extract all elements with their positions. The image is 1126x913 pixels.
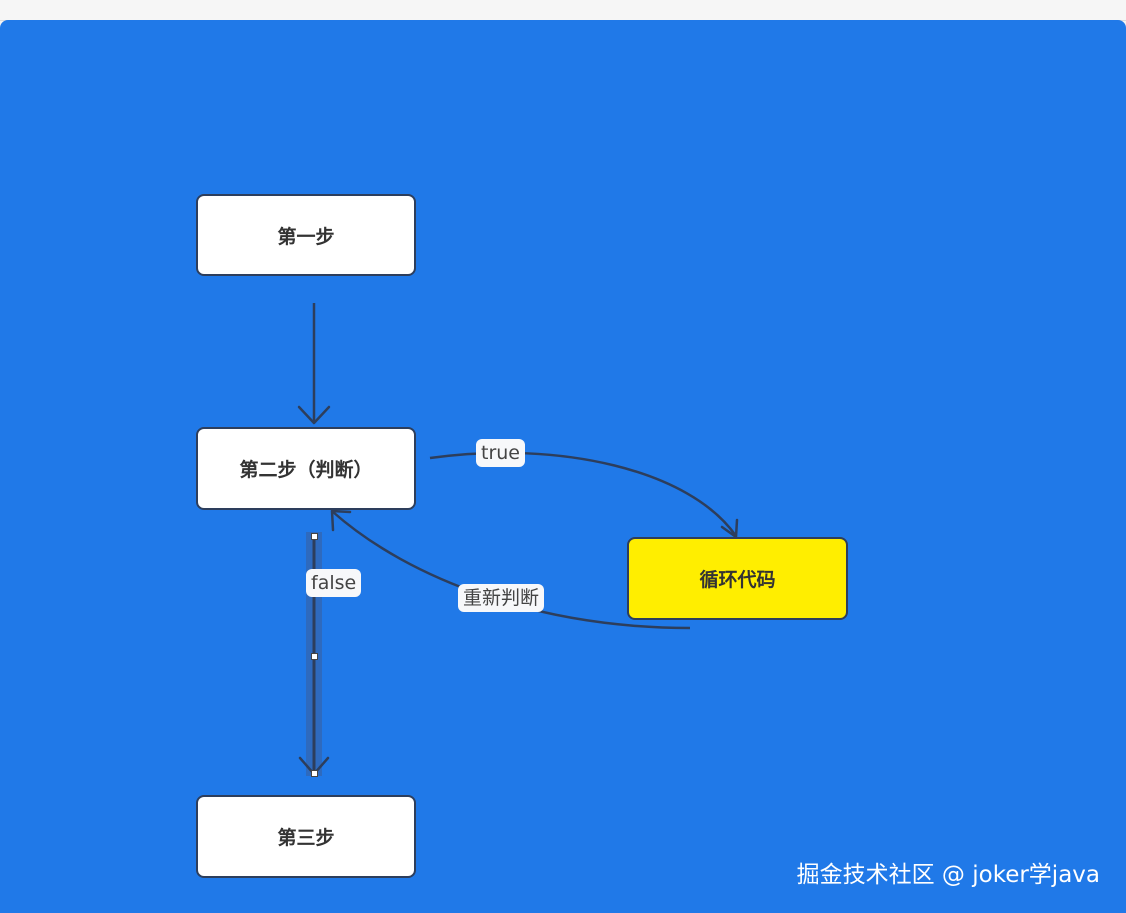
edge-handle-middle[interactable] <box>311 653 318 660</box>
edge-step2-to-loop-true[interactable] <box>429 451 739 539</box>
node-step1[interactable]: 第一步 <box>196 194 416 276</box>
arrowhead-icon <box>297 405 331 425</box>
watermark: 掘金技术社区 @ joker学java <box>796 862 1100 888</box>
node-step1-label: 第一步 <box>277 225 335 248</box>
node-step3-label: 第三步 <box>277 827 335 849</box>
edge-handle-start[interactable] <box>311 533 318 540</box>
node-step2-decision[interactable]: 第二步（判断） <box>196 427 416 510</box>
edge-step1-to-step2[interactable] <box>297 303 331 425</box>
node-step2-label: 第二步（判断） <box>239 459 373 481</box>
diagram-canvas[interactable]: 第一步 第二步（判断） 循环代码 第三步 true false 重新判断 掘金技… <box>0 20 1126 913</box>
node-loop-label: 循环代码 <box>699 569 776 591</box>
edges-layer <box>297 303 739 776</box>
window-top-bar <box>0 0 1126 21</box>
edge-label-true[interactable]: true <box>476 439 525 467</box>
node-loop-code[interactable]: 循环代码 <box>627 537 848 620</box>
edge-label-false[interactable]: false <box>306 569 362 597</box>
edge-label-rejudge[interactable]: 重新判断 <box>458 584 545 612</box>
edge-handle-end[interactable] <box>311 770 318 777</box>
arrowhead-icon <box>330 509 352 532</box>
node-step3[interactable]: 第三步 <box>196 795 416 878</box>
